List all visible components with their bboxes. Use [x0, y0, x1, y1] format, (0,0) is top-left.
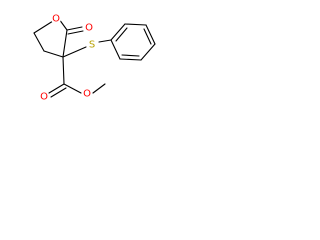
bond-ch2-quaternary: [43, 50, 64, 58]
bond-quaternary-sulfur: [62, 46, 87, 58]
structure-canvas: O O S O O: [0, 0, 192, 120]
bond-ch2-ch2: [33, 32, 45, 52]
molecule-diagram: O O S O O: [33, 14, 156, 103]
phenyl-inner-bond-3: [121, 54, 140, 57]
phenyl-inner-bond-2: [143, 28, 152, 45]
carbonyl-oxygen-label: O: [85, 23, 93, 34]
phenyl-bond-5: [119, 58, 142, 61]
ester-oxygen-label: O: [83, 89, 91, 100]
phenyl-bond-2: [124, 23, 147, 26]
phenyl-bond-3: [145, 24, 156, 45]
ring-oxygen-label: O: [52, 14, 60, 25]
bond-carbonyl-quaternary: [62, 29, 68, 58]
phenyl-bond-4: [140, 43, 156, 61]
bond-ester-double-2: [50, 87, 67, 98]
bond-ester-carbon-oxygen: [63, 83, 82, 94]
bond-carbonyl-double-1: [66, 26, 83, 31]
phenyl-bond-1: [110, 23, 126, 41]
bond-ch2-oxygen: [33, 20, 54, 34]
ester-carbonyl-oxygen-label: O: [40, 92, 48, 103]
phenyl-inner-bond-1: [115, 27, 128, 42]
bond-carbonyl-double-2: [67, 30, 84, 35]
bond-sulfur-phenyl: [98, 39, 112, 43]
bond-quaternary-ester-carbon: [62, 56, 65, 85]
sulfur-label: S: [89, 40, 95, 51]
bond-oxygen-methyl: [92, 83, 106, 94]
bond-ester-double-1: [48, 83, 65, 94]
phenyl-bond-6: [110, 39, 121, 60]
